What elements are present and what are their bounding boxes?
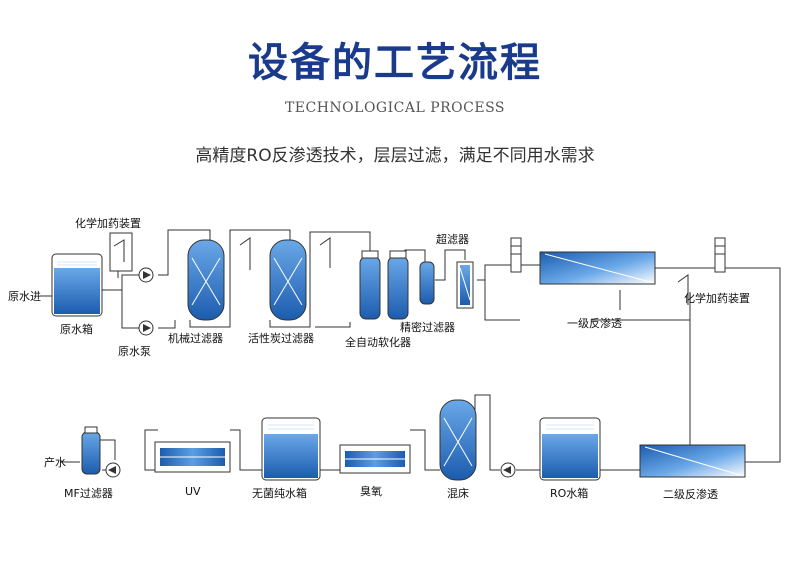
label-sterile-tank: 无菌纯水箱 (252, 486, 307, 500)
ro-stage-1-membrane (539, 251, 656, 285)
label-precision-filter: 精密过滤器 (400, 320, 455, 334)
label-product-water: 产水 (44, 455, 66, 469)
activated-carbon-filter (269, 239, 307, 321)
ro-stage-2-membrane (639, 444, 746, 478)
label-ro-stage-2: 二级反渗透 (663, 487, 718, 501)
chem-dosing-unit-1 (109, 232, 133, 278)
label-mixed-bed: 混床 (447, 486, 469, 500)
high-pressure-pump-2 (714, 237, 726, 273)
label-ozone: 臭氧 (360, 484, 382, 498)
label-uv: UV (185, 485, 201, 498)
mechanical-filter (187, 239, 225, 321)
chem-dosing-unit-2 (677, 274, 689, 305)
raw-water-pump-1 (138, 267, 154, 283)
high-pressure-pump-1 (510, 237, 522, 273)
uv-sterilizer (154, 441, 231, 473)
raw-water-pump-2 (138, 320, 154, 336)
mixed-bed-feed-pump (500, 462, 516, 478)
auto-softener (359, 250, 409, 320)
label-chem-dosing-1: 化学加药装置 (75, 216, 141, 230)
label-mf-filter: MF过滤器 (64, 487, 113, 500)
label-activated-carbon-filter: 活性炭过滤器 (248, 331, 314, 345)
label-chem-dosing-2: 化学加药装置 (684, 291, 750, 305)
label-raw-water-in: 原水进 (8, 290, 41, 303)
ultra-filter-vessel (419, 261, 435, 305)
chem-hook-2 (239, 237, 331, 270)
label-ro-stage-1: 一级反渗透 (567, 316, 622, 330)
ro-water-tank (539, 417, 601, 481)
page-description: 高精度RO反渗透技术，层层过滤，满足不同用水需求 (195, 146, 595, 166)
precision-filter (456, 261, 474, 309)
mf-filter (81, 426, 101, 475)
mixed-bed (439, 399, 477, 481)
raw-water-tank (51, 253, 103, 317)
label-auto-softener: 全自动软化器 (345, 335, 411, 349)
label-mechanical-filter: 机械过滤器 (168, 331, 223, 345)
sterile-water-tank (261, 417, 321, 481)
label-raw-water-pump: 原水泵 (118, 345, 151, 358)
label-ultra-filter: 超滤器 (436, 232, 469, 246)
mf-feed-pump (105, 462, 121, 478)
label-ro-tank: RO水箱 (550, 486, 588, 500)
page-subtitle: TECHNOLOGICAL PROCESS (284, 100, 506, 116)
label-raw-water-tank: 原水箱 (60, 322, 93, 336)
page-title: 设备的工艺流程 (248, 40, 542, 86)
ozone-unit (339, 444, 411, 474)
